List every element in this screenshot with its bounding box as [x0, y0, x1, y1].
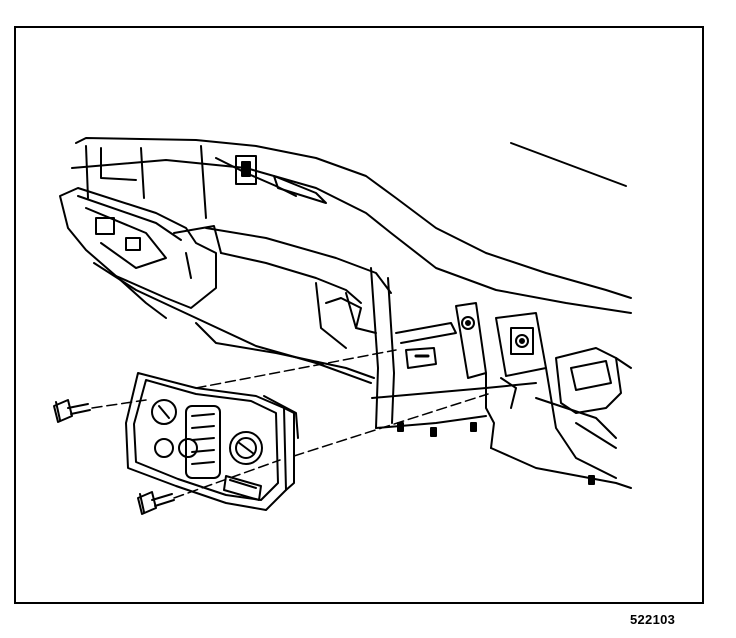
- fastener-upper: [53, 399, 91, 423]
- alignment-lines: [91, 349, 489, 499]
- illustration-frame: [14, 26, 704, 604]
- right-mounting-bracket: [397, 302, 632, 489]
- instrument-panel-top: [71, 137, 632, 314]
- panel-carrier-left: [59, 187, 372, 384]
- hvac-control-head: [125, 372, 299, 511]
- hvac-control-removal-diagram: [53, 137, 632, 515]
- figure-id-label: 522103: [630, 612, 676, 627]
- fastener-lower: [137, 491, 175, 515]
